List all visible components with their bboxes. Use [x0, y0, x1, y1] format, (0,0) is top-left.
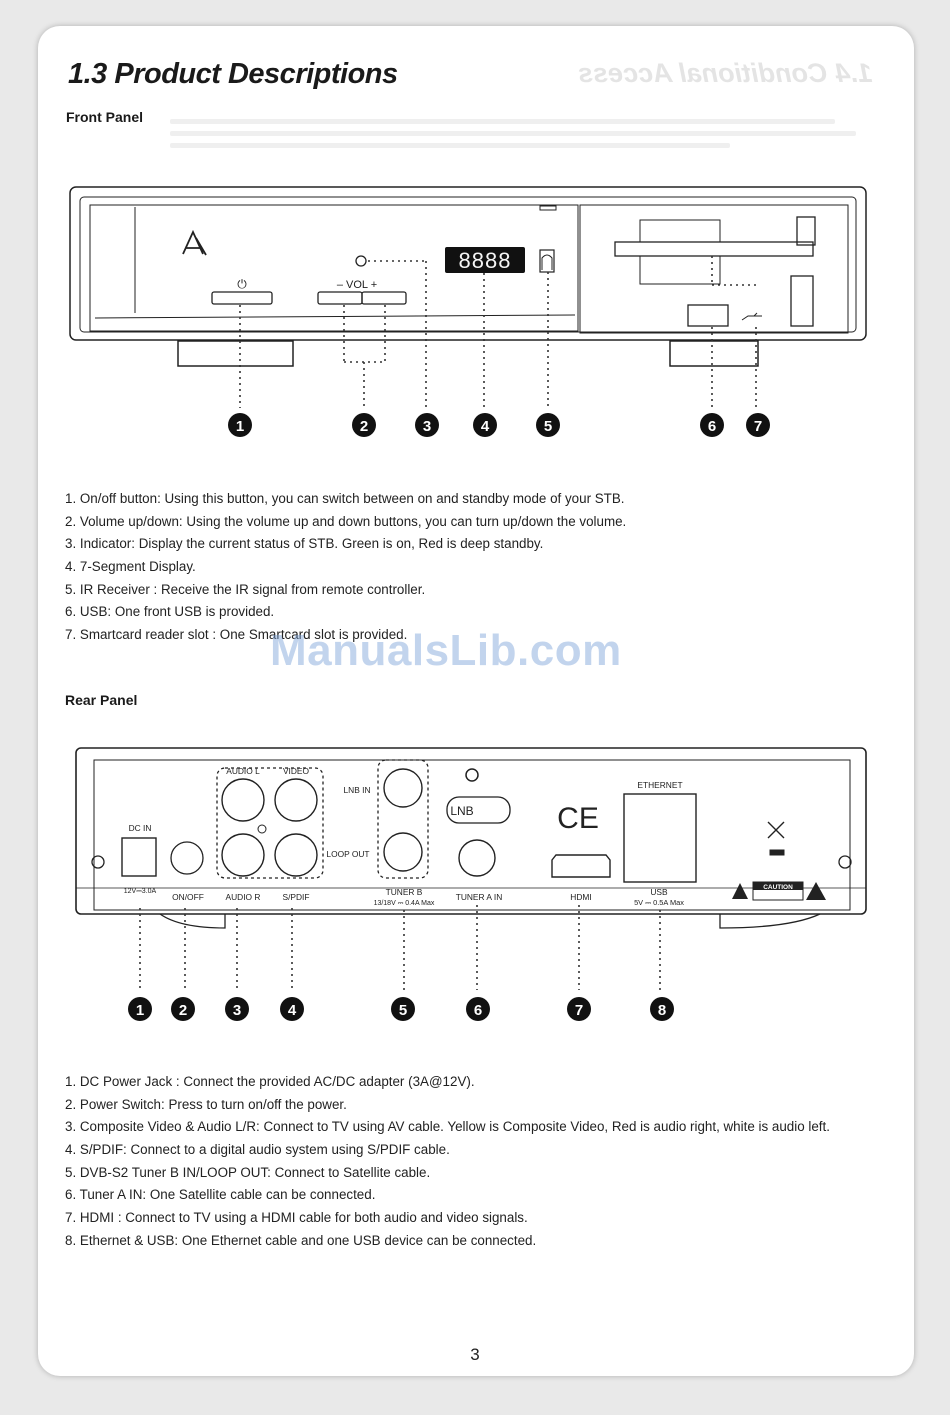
rear-callout-3-number: 3 [233, 1002, 241, 1019]
front-callout-4 [473, 413, 497, 437]
rear-callout-8-number: 8 [658, 1002, 666, 1019]
rear-callout-1-number: 1 [136, 1002, 144, 1019]
rear-callouts [128, 997, 674, 1021]
front-description-item: 1. On/off button: Using this button, you… [65, 491, 625, 506]
rear-description-item: 7. HDMI : Connect to TV using a HDMI cab… [65, 1210, 528, 1226]
rear-callout-3 [225, 997, 249, 1021]
rear-callout-2 [171, 997, 195, 1021]
rear-panel-diagram: DC IN 12V⎓3.0A ON/OFF AUDIO L VIDEO AUDI… [75, 747, 867, 1021]
front-callouts [228, 413, 770, 437]
watermark: ManualsLib.com [270, 626, 622, 675]
ethernet-label: ETHERNET [637, 780, 682, 790]
rear-callout-6-number: 6 [474, 1002, 482, 1019]
rear-description-item: 3. Composite Video & Audio L/R: Connect … [65, 1119, 830, 1135]
front-panel-diagram: 8888 ⏻ – VOL + 1 2 3 4 5 6 7 [69, 186, 867, 437]
audio-l-label: AUDIO L [226, 766, 260, 776]
front-panel-descriptions: 1. On/off button: Using this button, you… [65, 488, 626, 647]
bleed-through-text [170, 112, 870, 155]
rear-callout-1 [128, 997, 152, 1021]
lnb-badge-label: LNB [450, 804, 473, 818]
front-callout-2 [352, 413, 376, 437]
dc-rating-label: 12V⎓3.0A [124, 888, 157, 895]
front-callout-6 [700, 413, 724, 437]
front-description-item: 6. USB: One front USB is provided. [65, 604, 275, 620]
volume-label: – VOL + [337, 279, 377, 291]
rear-callout-4-number: 4 [288, 1002, 297, 1019]
rear-callout-7 [567, 997, 591, 1021]
front-callout-4-number: 4 [481, 418, 490, 435]
tuner-b-label: TUNER B [386, 887, 423, 897]
hdmi-label: HDMI [570, 892, 591, 902]
tuner-b-rating-label: 13/18V ⎓ 0.4A Max [374, 900, 435, 907]
rear-description-item: 1. DC Power Jack : Connect the provided … [65, 1074, 475, 1089]
front-callout-5-number: 5 [544, 418, 552, 435]
ce-mark: CE [557, 802, 599, 835]
on-off-label: ON/OFF [172, 892, 204, 902]
front-description-item: 5. IR Receiver : Receive the IR signal f… [65, 581, 426, 597]
rear-callout-5-number: 5 [399, 1002, 407, 1019]
audio-r-label: AUDIO R [226, 892, 261, 902]
front-panel-heading: Front Panel [66, 109, 144, 125]
spdif-label: S/PDIF [283, 892, 310, 902]
page-title: 1.3 Product Descriptions [68, 58, 398, 90]
rear-callout-6 [466, 997, 490, 1021]
front-callout-7-number: 7 [754, 418, 762, 435]
page-number: 3 [470, 1345, 480, 1364]
front-callout-7 [746, 413, 770, 437]
front-description-item: 3. Indicator: Display the current status… [65, 536, 544, 552]
dc-in-label: DC IN [129, 823, 152, 833]
lnb-in-label: LNB IN [344, 785, 371, 795]
front-callout-5 [536, 413, 560, 437]
front-callout-1-number: 1 [236, 418, 244, 435]
rear-callout-2-number: 2 [179, 1002, 187, 1019]
rear-callout-7-number: 7 [575, 1002, 583, 1019]
loop-out-label: LOOP OUT [326, 849, 369, 859]
rear-callout-4 [280, 997, 304, 1021]
front-description-item: 7. Smartcard reader slot : One Smartcard… [65, 627, 408, 643]
front-callout-2-number: 2 [360, 418, 368, 435]
rear-panel-descriptions: 1. DC Power Jack : Connect the provided … [65, 1071, 830, 1253]
front-description-item: 4. 7-Segment Display. [65, 559, 196, 575]
rear-panel-heading: Rear Panel [65, 692, 138, 708]
usb-rating-label: 5V ⎓ 0.5A Max [634, 898, 684, 907]
rear-description-item: 6. Tuner A IN: One Satellite cable can b… [65, 1187, 376, 1203]
brand-logo-icon [182, 229, 207, 256]
rear-callout-5 [391, 997, 415, 1021]
power-symbol-label: ⏻ [237, 277, 247, 291]
front-description-item: 2. Volume up/down: Using the volume up a… [65, 513, 627, 529]
front-callout-3-number: 3 [423, 418, 431, 435]
video-label: VIDEO [283, 766, 310, 776]
usb-label: USB [650, 887, 668, 897]
tuner-a-in-label: TUNER A IN [456, 892, 503, 902]
segment-display-digits: 8888 [459, 248, 512, 273]
rear-description-item: 8. Ethernet & USB: One Ethernet cable an… [65, 1232, 537, 1248]
rear-callout-8 [650, 997, 674, 1021]
rear-description-item: 2. Power Switch: Press to turn on/off th… [65, 1096, 347, 1112]
front-callout-3 [415, 413, 439, 437]
rear-description-item: 4. S/PDIF: Connect to a digital audio sy… [65, 1142, 450, 1158]
front-callout-1 [228, 413, 252, 437]
rear-description-item: 5. DVB-S2 Tuner B IN/LOOP OUT: Connect t… [65, 1164, 431, 1180]
caution-label: CAUTION [763, 884, 793, 891]
front-callout-6-number: 6 [708, 418, 716, 435]
